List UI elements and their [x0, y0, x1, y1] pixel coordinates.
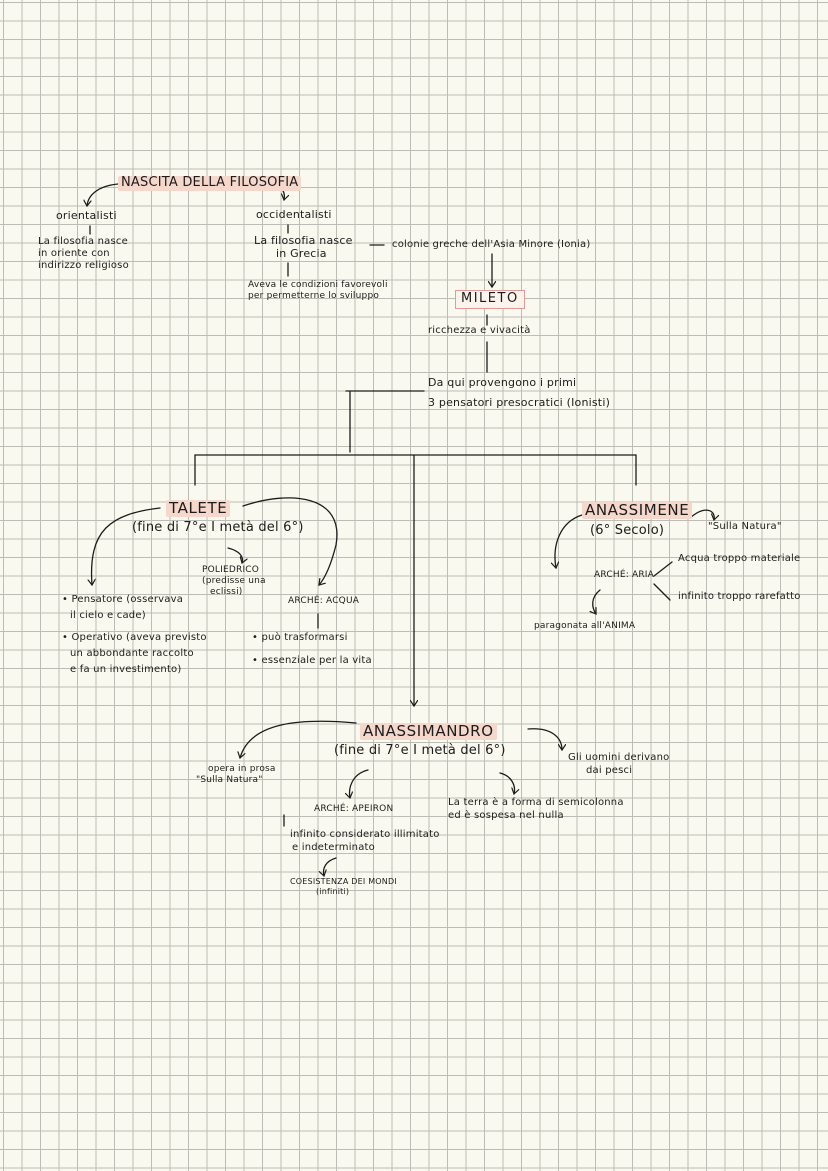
arrow-aria-anima [593, 589, 601, 614]
anassimene-infinito: infinito troppo rarefatto [678, 591, 801, 602]
talete-pensatore-1: • Pensatore (osservava [62, 594, 184, 605]
occidentalisti-nasce-2: in Grecia [276, 247, 327, 260]
colonie-greche: colonie greche dell'Asia Minore (Ionia) [392, 239, 591, 250]
root-title: NASCITA DELLA FILOSOFIA [118, 175, 302, 191]
arrow-anassimene-left [555, 514, 583, 568]
orientalisti-title: orientalisti [56, 209, 117, 222]
orientalisti-line-3: indirizzo religioso [38, 260, 129, 271]
anassimandro-uomini-2: dai pesci [586, 765, 633, 776]
arrow-to-poliedrico [227, 547, 242, 563]
arrow-anassimandro-opera [240, 720, 357, 758]
anassimene-title: ANASSIMENE [582, 501, 693, 520]
talete-poliedrico-2: (predisse una [202, 576, 266, 586]
arrow-talete-left [92, 507, 161, 585]
anassimandro-period: (fine di 7°e I metà del 6°) [334, 743, 506, 758]
occidentalisti-condizioni-1: Aveva le condizioni favorevoli [248, 280, 388, 290]
anassimandro-terra-1: La terra è a forma di semicolonna [448, 797, 624, 808]
anassimandro-opera-2: "Sulla Natura" [196, 775, 263, 785]
arrow-to-terra [499, 772, 514, 794]
occidentalisti-condizioni-2: per permetterne lo sviluppo [248, 291, 380, 301]
anassimene-anima: paragonata all'ANIMA [534, 621, 636, 631]
anassimene-acqua: Acqua troppo materiale [678, 553, 801, 564]
anassimandro-coesistenza-1: COESISTENZA DEI MONDI [290, 877, 397, 886]
orientalisti-line-2: in oriente con [38, 248, 110, 259]
arrow-talete-right [242, 497, 338, 585]
talete-arche: ARCHÉ: ACQUA [288, 596, 360, 606]
pensatori-line-1: Da qui provengono i primi [428, 376, 577, 389]
mileto-description: ricchezza e vivacità [428, 325, 531, 336]
anassimene-arche: ARCHÉ: ARIA [594, 570, 655, 580]
talete-period: (fine di 7°e I metà del 6°) [132, 520, 304, 535]
talete-poliedrico-3: eclissi) [210, 587, 243, 597]
line-aria-acqua [653, 561, 673, 577]
talete-operativo-1: • Operativo (aveva previsto [62, 632, 207, 643]
talete-operativo-3: e fa un investimento) [70, 664, 182, 675]
anassimandro-infinito-2: e indeterminato [292, 842, 375, 853]
occidentalisti-nasce-1: La filosofia nasce [254, 234, 353, 247]
anassimandro-infinito-1: infinito considerato illimitato [290, 829, 440, 840]
anassimandro-title: ANASSIMANDRO [360, 722, 497, 741]
orientalisti-line-1: La filosofia nasce [38, 236, 128, 247]
talete-operativo-2: un abbondante raccolto [70, 648, 194, 659]
talete-poliedrico-1: POLIEDRICO [202, 565, 260, 575]
anassimandro-terra-2: ed è sospesa nel nulla [448, 810, 564, 821]
anassimandro-arche: ARCHÉ: APEIRON [314, 804, 394, 814]
line-aria-infinito [653, 583, 671, 601]
arrow-anassimandro-uomini [527, 728, 562, 750]
arrow-to-coesistenza [324, 857, 337, 876]
anassimandro-coesistenza-2: (infiniti) [316, 887, 350, 896]
pensatori-line-2: 3 pensatori presocratici (Ionisti) [428, 396, 611, 409]
talete-title: TALETE [166, 499, 231, 518]
mileto-title: MILETO [455, 290, 525, 309]
anassimene-opera: "Sulla Natura" [708, 521, 782, 532]
anassimandro-opera-1: opera in prosa [208, 764, 276, 774]
arrow-to-apeiron [350, 769, 369, 798]
occidentalisti-title: occidentalisti [256, 208, 332, 221]
anassimene-period: (6° Secolo) [590, 523, 665, 538]
arrow-root-orientalisti [87, 183, 119, 206]
arrow-anassimene-opera [689, 509, 714, 520]
talete-acqua-2: • essenziale per la vita [252, 655, 372, 666]
talete-pensatore-2: il cielo e cade) [70, 610, 146, 621]
talete-acqua-1: • può trasformarsi [252, 632, 348, 643]
anassimandro-uomini-1: Gli uomini derivano [568, 752, 670, 763]
